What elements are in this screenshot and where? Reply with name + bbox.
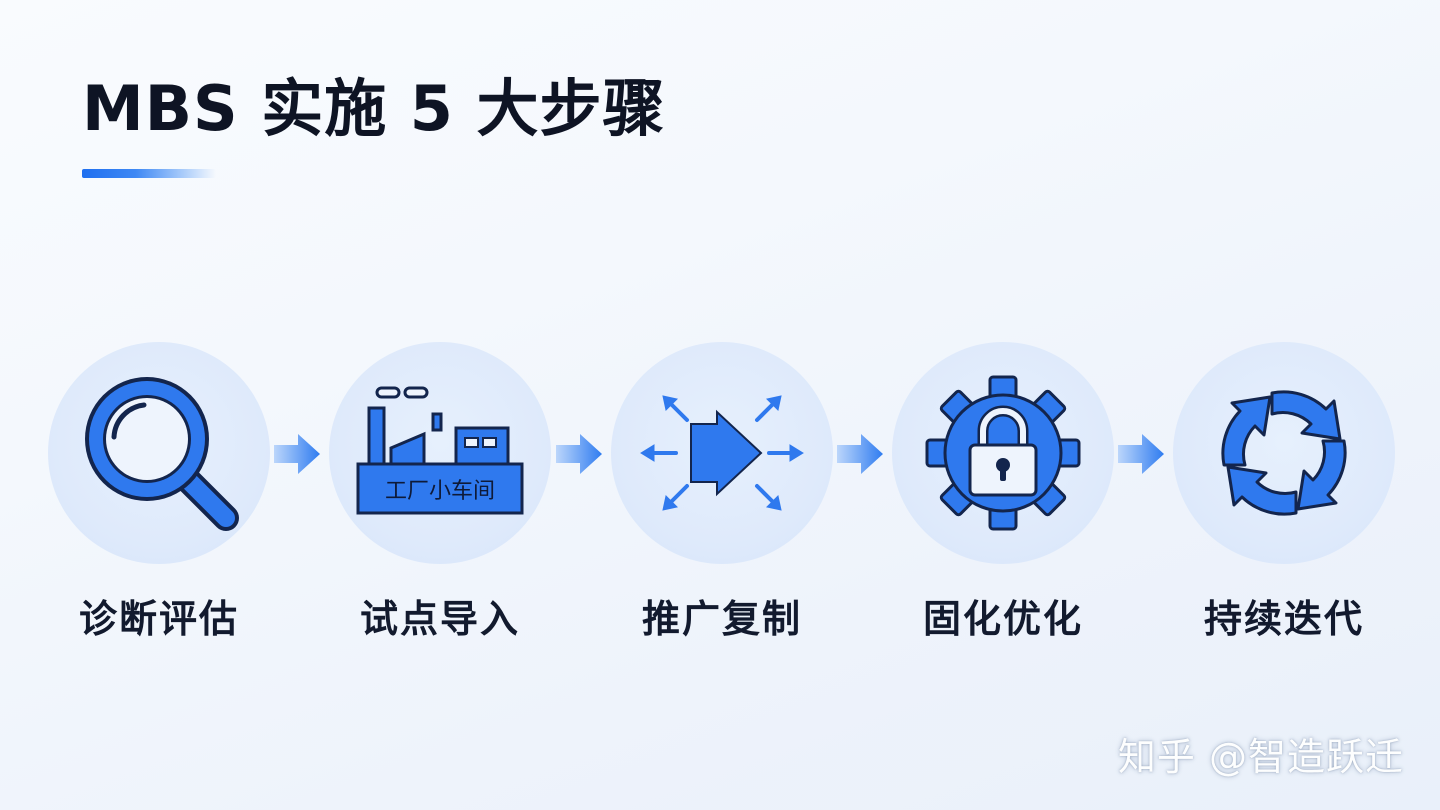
page-title: MBS 实施 5 大步骤 bbox=[82, 72, 666, 145]
gear-lock-icon bbox=[925, 375, 1081, 531]
magnifier-icon bbox=[85, 377, 239, 531]
step-rollout: 推广复制 bbox=[611, 342, 833, 652]
step-label: 持续迭代 bbox=[1203, 597, 1364, 641]
right-arrow-icon bbox=[837, 434, 883, 474]
connector-arrow-1 bbox=[274, 432, 320, 476]
step-consolidate: 固化优化 bbox=[892, 342, 1114, 652]
watermark: 知乎 @智造跃迁 bbox=[1117, 735, 1404, 779]
connector-arrow-2 bbox=[556, 432, 602, 476]
step-label: 固化优化 bbox=[922, 597, 1083, 641]
factory-icon: 工厂小车间 bbox=[356, 386, 524, 515]
right-arrow-icon bbox=[1118, 434, 1164, 474]
right-arrow-icon bbox=[274, 434, 320, 474]
step-label: 诊断评估 bbox=[78, 597, 239, 641]
connector-arrow-4 bbox=[1118, 432, 1164, 476]
factory-icon-text: 工厂小车间 bbox=[385, 479, 495, 504]
step-circle bbox=[48, 342, 270, 564]
expand-arrows-icon bbox=[640, 395, 804, 511]
step-circle bbox=[611, 342, 833, 564]
connector-arrow-3 bbox=[837, 432, 883, 476]
step-circle bbox=[1173, 342, 1395, 564]
step-iterate: 持续迭代 bbox=[1173, 342, 1395, 652]
step-diagnosis: 诊断评估 bbox=[48, 342, 270, 652]
right-arrow-icon bbox=[556, 434, 602, 474]
step-label: 试点导入 bbox=[359, 597, 520, 641]
title-underline bbox=[82, 169, 216, 178]
step-pilot: 工厂小车间 试点导入 bbox=[329, 342, 551, 652]
step-circle bbox=[892, 342, 1114, 564]
step-label: 推广复制 bbox=[641, 597, 802, 641]
step-circle: 工厂小车间 bbox=[329, 342, 551, 564]
cycle-arrows-icon bbox=[1221, 390, 1347, 516]
